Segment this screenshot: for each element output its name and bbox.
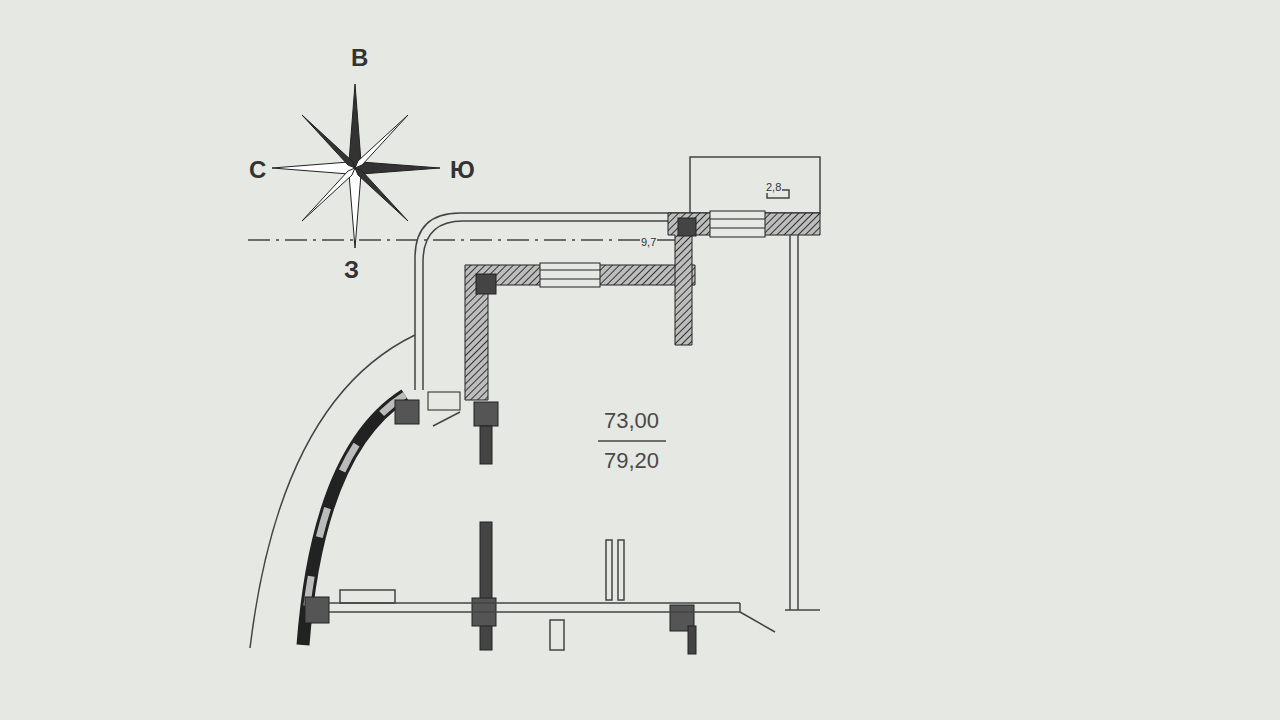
compass-letter: Ю — [450, 158, 475, 182]
area-total: 73,00 — [604, 410, 659, 432]
area-total: 79,20 — [604, 450, 659, 472]
window-lines — [329, 235, 820, 650]
compass-letter: С — [249, 158, 266, 182]
walls — [303, 211, 820, 654]
compass-rose — [272, 84, 440, 248]
compass-letter: З — [344, 258, 359, 282]
area-label: 9,7 — [640, 237, 657, 248]
axis-line — [248, 239, 680, 241]
area-label: 2,8 — [765, 182, 782, 193]
compass-letter: В — [351, 46, 368, 70]
balcony-outline — [250, 157, 820, 648]
